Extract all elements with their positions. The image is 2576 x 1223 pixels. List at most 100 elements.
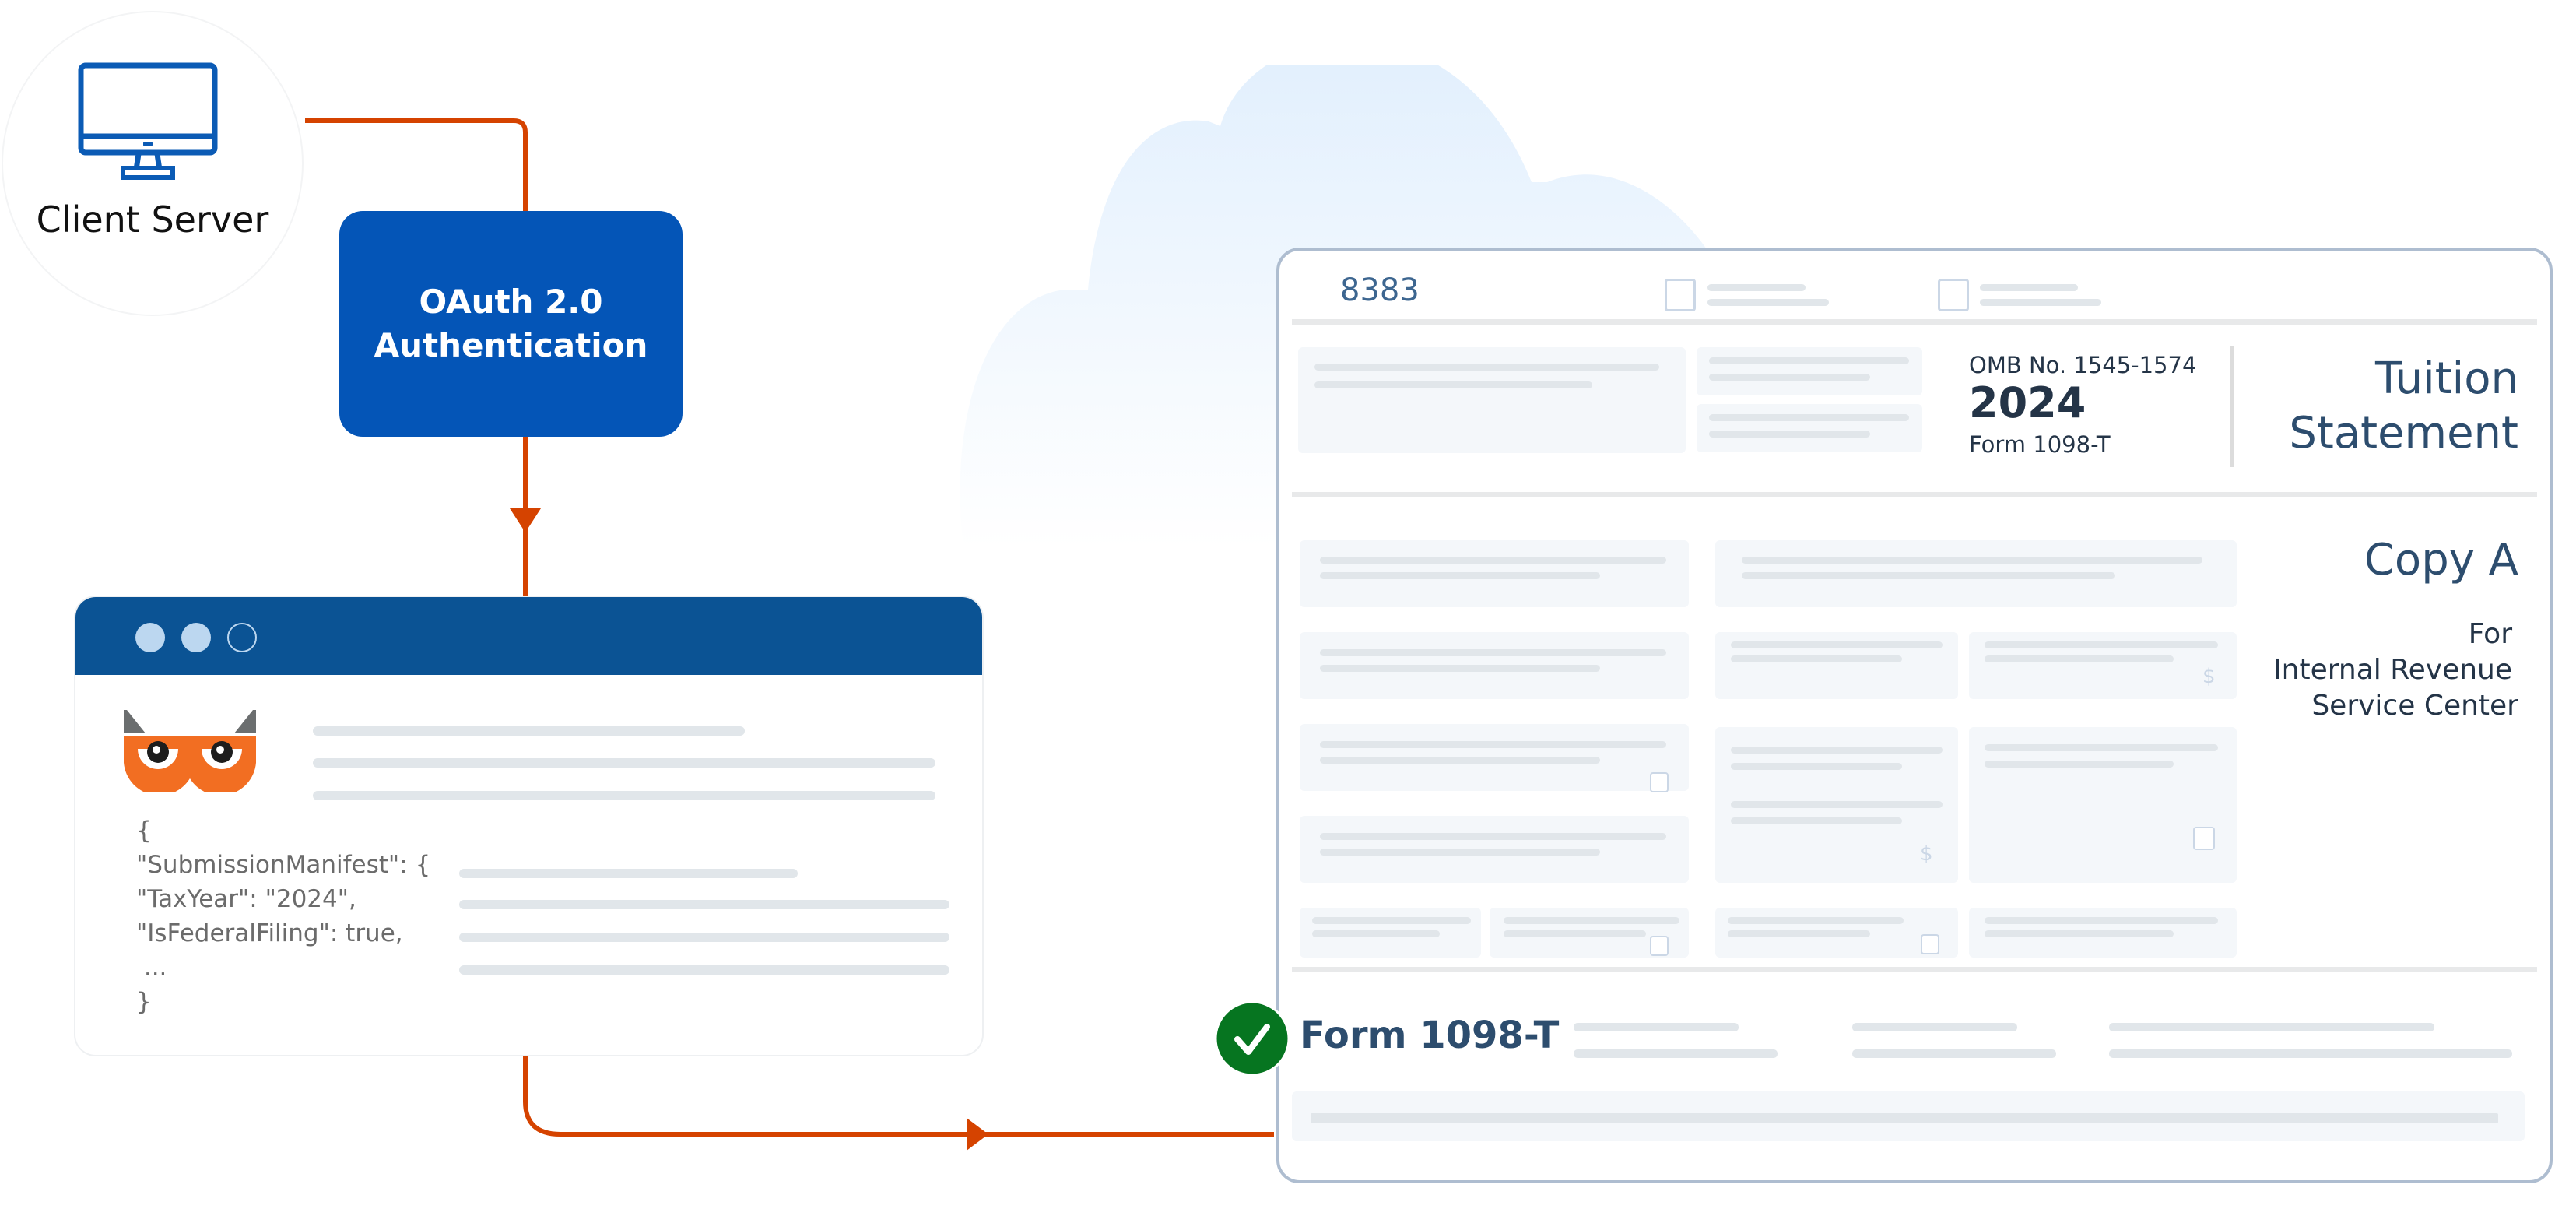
placeholder-line	[313, 758, 935, 768]
placeholder-line	[1742, 557, 2202, 564]
oauth-authentication-box: OAuth 2.0 Authentication	[339, 211, 683, 437]
placeholder-line	[1574, 1049, 1778, 1058]
divider	[1292, 492, 2537, 497]
placeholder-line	[1312, 930, 1440, 937]
placeholder-line	[1731, 763, 1902, 770]
status-form-label: Form 1098-T	[1300, 1014, 1560, 1057]
for-line-2: Internal Revenue	[2273, 654, 2512, 686]
checkbox[interactable]	[1650, 772, 1669, 792]
placeholder-line	[1709, 357, 1909, 364]
placeholder-line	[1985, 655, 2174, 662]
placeholder-line	[1707, 284, 1806, 291]
placeholder-line	[1709, 431, 1870, 438]
title-line-2: Statement	[2289, 408, 2518, 459]
placeholder-line	[1311, 1113, 2498, 1123]
for-line-1: For	[2468, 618, 2512, 650]
checkbox[interactable]	[1665, 279, 1696, 311]
window-dot-1	[135, 623, 165, 652]
form-title: Tuition Statement	[2289, 352, 2518, 461]
placeholder-line	[1314, 364, 1659, 371]
window-dot-2	[181, 623, 211, 652]
client-server-node	[2, 11, 304, 316]
placeholder-line	[1320, 741, 1666, 748]
title-line-1: Tuition	[2374, 353, 2518, 404]
checkbox[interactable]	[1938, 279, 1969, 311]
placeholder-line	[1731, 747, 1943, 754]
placeholder-line	[1728, 917, 1904, 924]
form-name: Form 1098-T	[1969, 431, 2111, 458]
arrow-down-icon	[510, 508, 541, 532]
placeholder-line	[1320, 665, 1600, 672]
placeholder-line	[1314, 381, 1592, 388]
placeholder-line	[459, 869, 798, 878]
placeholder-line	[313, 791, 935, 800]
placeholder-line	[1320, 849, 1600, 856]
form-1098t-document: 8383 OMB No. 1545-1574 2024 Form 1098-T …	[1276, 248, 2553, 1183]
owl-logo-icon	[124, 710, 256, 792]
placeholder-line	[1504, 917, 1679, 924]
copy-label: Copy A	[2364, 535, 2518, 585]
divider	[1292, 319, 2537, 325]
checkbox[interactable]	[1650, 936, 1669, 956]
checkbox[interactable]	[2193, 827, 2215, 850]
placeholder-line	[1985, 641, 2218, 648]
vertical-divider	[2230, 346, 2234, 467]
placeholder-line	[1731, 655, 1902, 662]
tax-year: 2024	[1969, 378, 2086, 427]
placeholder-line	[1707, 299, 1829, 306]
oauth-subtitle: Authentication	[374, 326, 648, 364]
divider	[1292, 967, 2537, 972]
arrow-right-icon	[967, 1118, 988, 1151]
code-line: "TaxYear": "2024",	[136, 885, 356, 913]
placeholder-line	[459, 933, 949, 942]
placeholder-line	[1320, 833, 1666, 840]
placeholder-line	[1980, 284, 2078, 291]
form-code: 8383	[1340, 272, 1420, 308]
placeholder-line	[1985, 744, 2218, 751]
placeholder-line	[2109, 1049, 2512, 1058]
placeholder-line	[1574, 1023, 1739, 1031]
placeholder-line	[1742, 572, 2115, 579]
placeholder-line	[1731, 801, 1943, 808]
form-field	[1697, 347, 1922, 395]
for-line-3: Service Center	[2311, 690, 2518, 722]
placeholder-line	[459, 965, 949, 975]
placeholder-line	[1728, 930, 1870, 937]
window-dot-3	[227, 623, 257, 652]
code-line: ...	[136, 954, 167, 982]
check-circle-icon	[1214, 1000, 1290, 1077]
placeholder-line	[1985, 761, 2174, 768]
checkbox[interactable]	[1921, 934, 1939, 954]
placeholder-line	[1504, 930, 1646, 937]
placeholder-line	[313, 726, 745, 736]
placeholder-line	[1320, 757, 1600, 764]
code-line: "SubmissionManifest": {	[136, 851, 431, 879]
form-field	[1697, 404, 1922, 452]
placeholder-line	[1852, 1023, 2017, 1031]
placeholder-line	[459, 900, 949, 909]
client-server-label: Client Server	[36, 199, 269, 241]
placeholder-line	[1985, 930, 2174, 937]
browser-titlebar	[75, 597, 982, 675]
placeholder-line	[1709, 414, 1909, 421]
placeholder-line	[1980, 299, 2101, 306]
placeholder-line	[2109, 1023, 2434, 1031]
code-line: {	[136, 817, 152, 845]
code-line: }	[136, 988, 152, 1016]
dollar-icon: $	[1920, 842, 1933, 866]
json-code-block: { "SubmissionManifest": { "TaxYear": "2024…	[136, 814, 430, 1019]
browser-window: { "SubmissionManifest": { "TaxYear": "2024…	[75, 597, 982, 1055]
placeholder-line	[1709, 374, 1870, 381]
placeholder-line	[1985, 917, 2218, 924]
omb-number: OMB No. 1545-1574	[1969, 352, 2197, 378]
placeholder-line	[1731, 641, 1943, 648]
copy-for-label: For Internal Revenue Service Center	[2273, 617, 2518, 724]
placeholder-line	[1320, 572, 1600, 579]
placeholder-line	[1312, 917, 1471, 924]
placeholder-line	[1852, 1049, 2056, 1058]
placeholder-line	[1731, 817, 1902, 824]
dollar-icon: $	[2202, 665, 2216, 688]
code-line: "IsFederalFiling": true,	[136, 919, 403, 947]
placeholder-line	[1320, 557, 1666, 564]
